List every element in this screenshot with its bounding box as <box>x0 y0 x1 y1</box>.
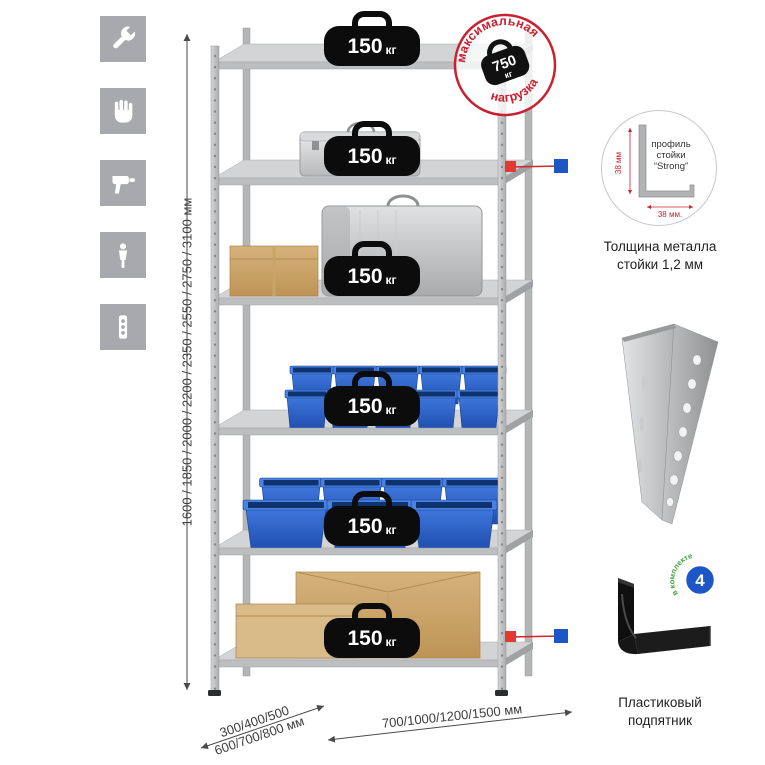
angle-post-image <box>621 323 719 525</box>
profile-dim-horizontal: 38 мм. <box>658 210 682 219</box>
load-badge-2: 150 кг <box>324 136 420 176</box>
plastic-foot-image <box>618 578 711 655</box>
profile-dim-vertical: 38 мм <box>614 152 623 174</box>
load-badge-5: 150 кг <box>324 506 420 546</box>
stamp-weight-handle <box>487 39 514 58</box>
load-unit: кг <box>385 522 397 537</box>
load-badge-1: 150 кг <box>324 26 420 66</box>
front-post-right <box>497 45 507 695</box>
profile-caption-line2: стойки 1,2 мм <box>616 256 704 272</box>
load-unit: кг <box>385 402 397 417</box>
height-dimension-label: 1600 / 1850 / 2000 / 2200 / 2350 / 2550 … <box>177 189 197 535</box>
load-value: 150 <box>347 144 383 168</box>
foot-caption-line1: Пластиковый <box>618 695 702 710</box>
front-post-left <box>210 45 220 695</box>
profile-text-line2: стойки <box>656 150 685 161</box>
badge-count: 4 <box>695 571 705 590</box>
stamp-value: 750 <box>491 52 519 75</box>
load-value: 150 <box>347 394 383 418</box>
drill-icon <box>100 160 146 206</box>
load-unit: кг <box>385 272 397 287</box>
stamp-weight-body <box>481 45 530 86</box>
back-post-left <box>242 27 251 677</box>
profile-caption: Толщина металла стойки 1,2 мм <box>580 238 740 273</box>
profile-text-line3: “Strong” <box>654 161 688 172</box>
load-badge-4: 150 кг <box>324 386 420 426</box>
wrench-icon <box>100 16 146 62</box>
load-value: 150 <box>347 514 383 538</box>
post-profile-drawing <box>638 124 695 198</box>
load-unit: кг <box>385 152 397 167</box>
max-load-stamp: максимальная нагрузка 750 кг <box>444 4 557 117</box>
rack-foot-right <box>495 690 508 696</box>
cardboard-box-small <box>229 245 319 297</box>
load-badge-3: 150 кг <box>324 256 420 296</box>
included-count-badge: 4 в комплекте <box>667 551 717 597</box>
load-unit: кг <box>385 634 397 649</box>
power-strip-icon <box>100 304 146 350</box>
profile-callout: 38 мм 38 мм. профиль стойки “Strong” <box>601 110 717 226</box>
load-value: 150 <box>347 626 383 650</box>
profile-caption-line1: Толщина металла <box>603 239 717 254</box>
foot-caption: Пластиковый подпятник <box>580 694 740 729</box>
foot-caption-line2: подпятник <box>627 712 693 728</box>
load-unit: кг <box>385 42 397 57</box>
load-badge-6: 150 кг <box>324 618 420 658</box>
stamp-unit: кг <box>503 68 514 80</box>
load-value: 150 <box>347 264 383 288</box>
person-icon <box>100 232 146 278</box>
gloves-icon <box>100 88 146 134</box>
load-value: 150 <box>347 34 383 58</box>
rack-foot-left <box>208 690 221 696</box>
profile-text-line1: профиль <box>651 139 690 150</box>
